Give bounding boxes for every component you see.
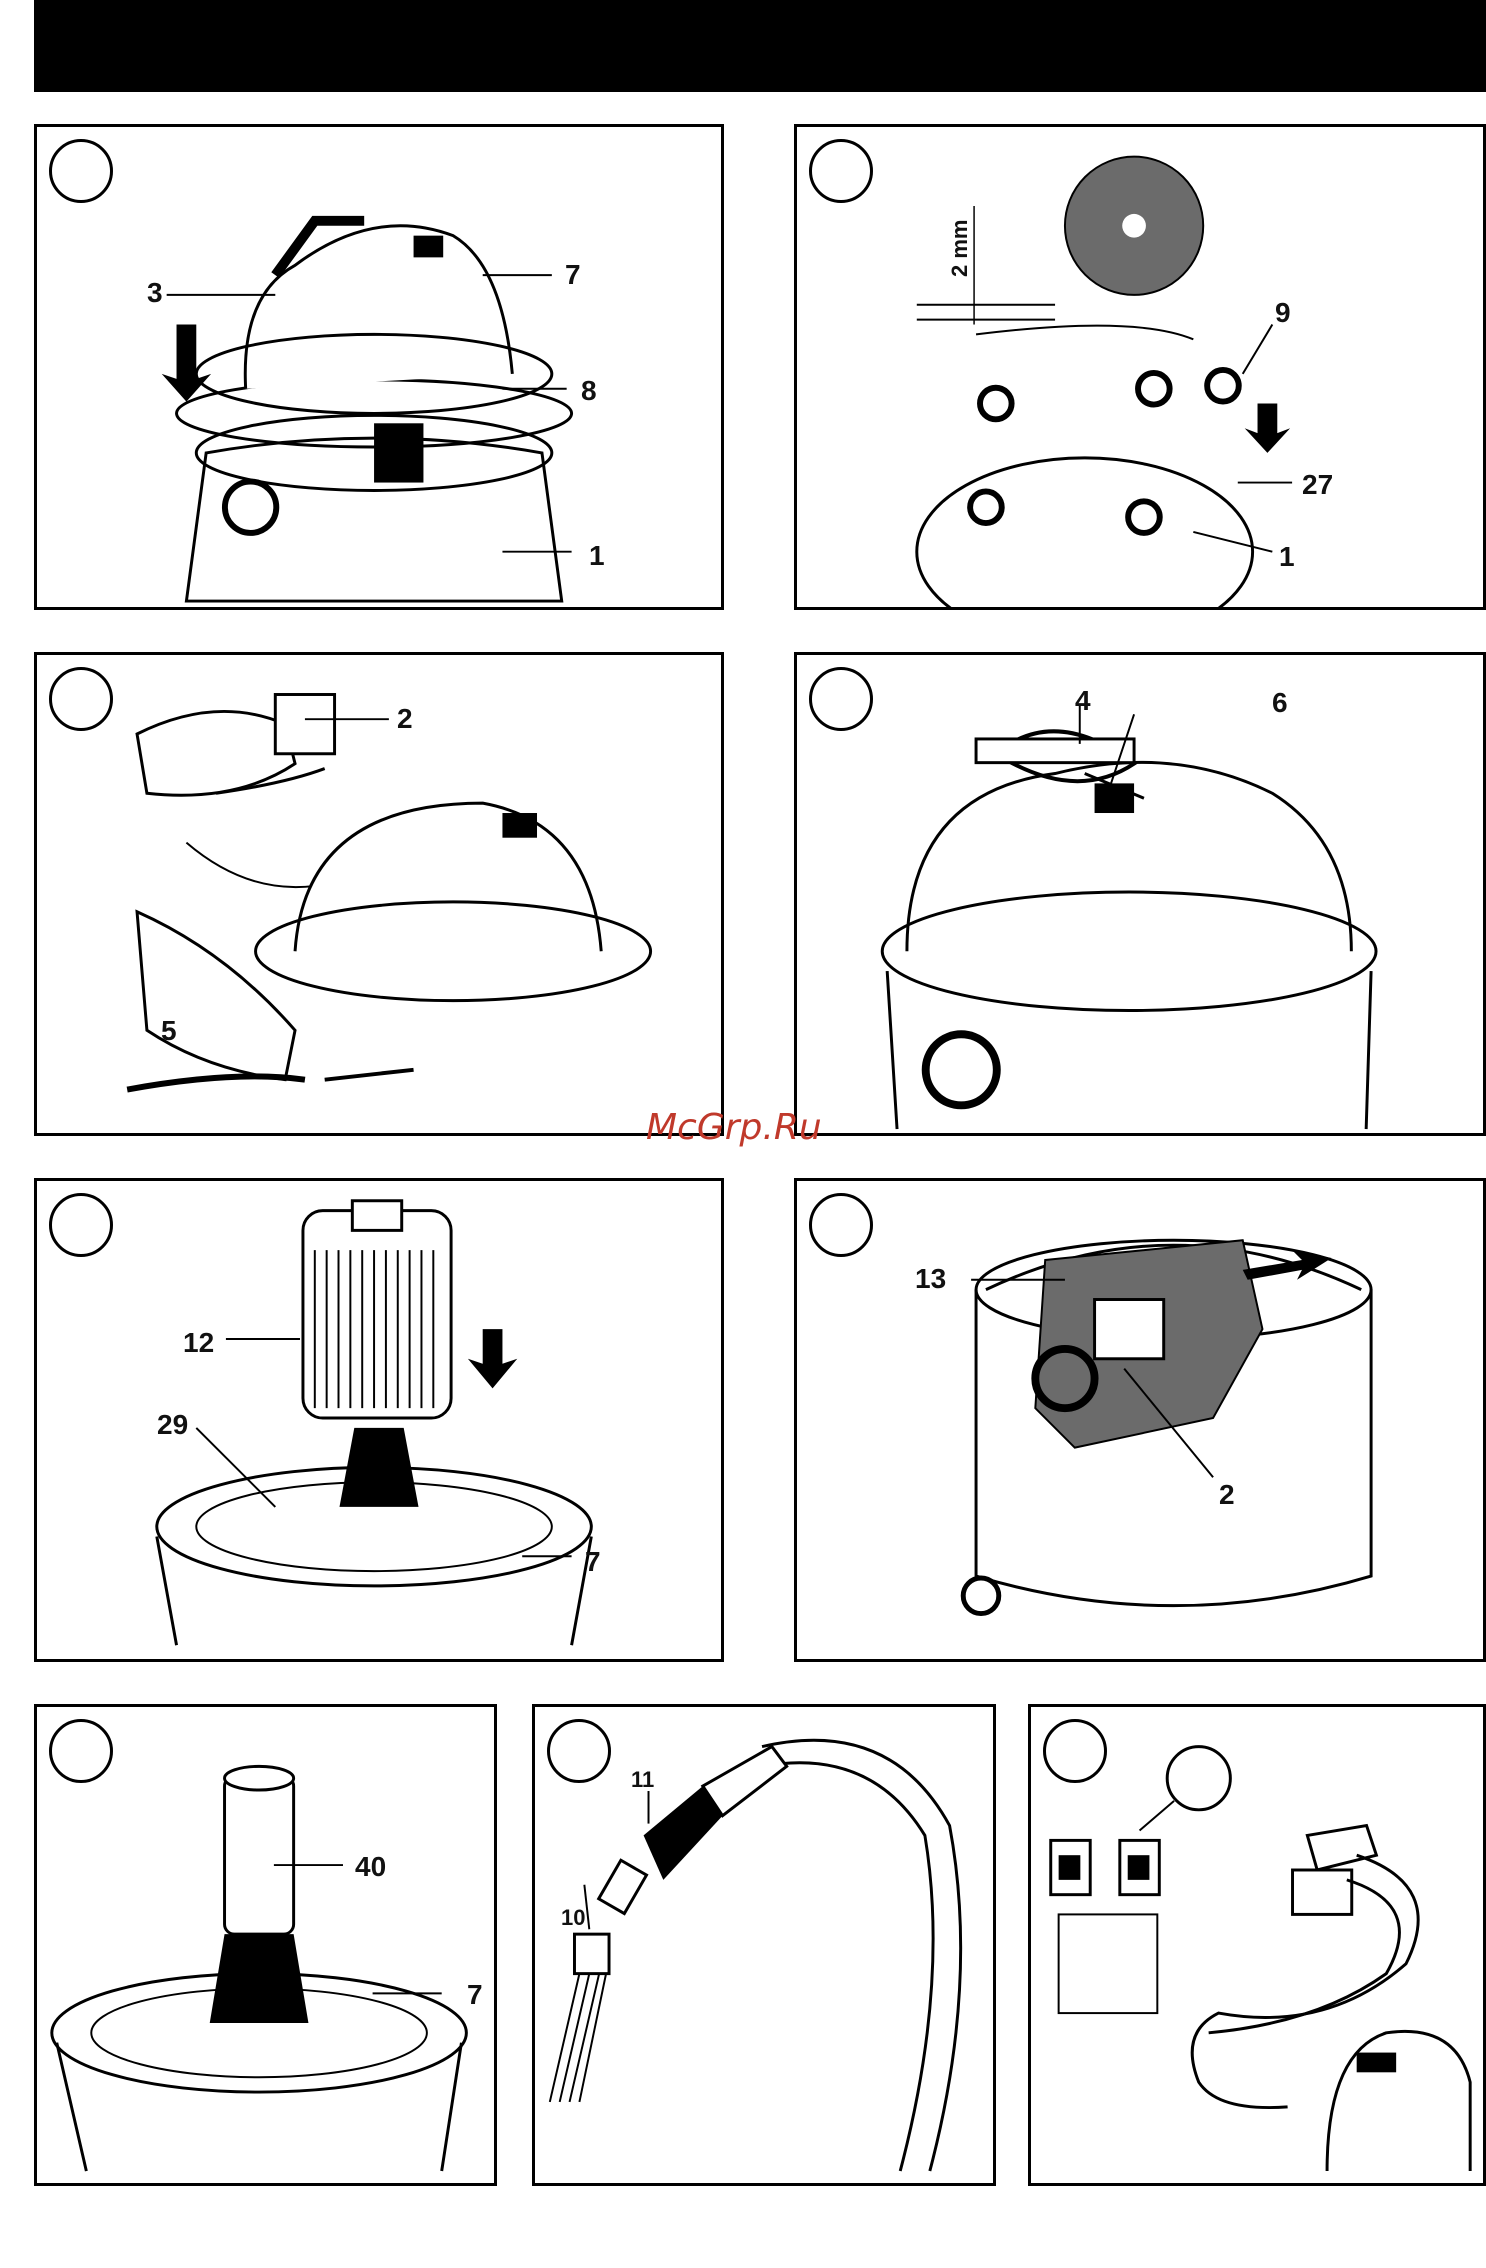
figure-number-circle [809, 667, 873, 731]
callout-label: 1 [1279, 541, 1295, 573]
dimension-label: 2 mm [947, 220, 973, 277]
callout-label: 10 [561, 1905, 585, 1931]
callout-label: 2 [397, 703, 413, 735]
panel-fig-7: 40 7 [34, 1704, 497, 2186]
callout-label: 12 [183, 1327, 214, 1359]
callout-label: 5 [161, 1015, 177, 1047]
callout-label: 1 [589, 540, 605, 572]
figure-number-circle [547, 1719, 611, 1783]
callout-label: 29 [157, 1409, 188, 1441]
callout-label: 40 [355, 1851, 386, 1883]
header-bar [34, 0, 1486, 92]
callout-label: 7 [467, 1979, 483, 2011]
cartridge-filter-illustration [37, 1181, 721, 1659]
hose-connection-illustration [37, 655, 721, 1133]
cord-storage-illustration [797, 655, 1483, 1133]
callout-label: 4 [1075, 685, 1091, 717]
panel-fig-2: 2 mm 9 27 1 [794, 124, 1486, 610]
callout-label: 3 [147, 277, 163, 309]
panel-fig-1: 3 7 8 1 [34, 124, 724, 610]
panel-fig-9 [1028, 1704, 1486, 2186]
figure-number-circle [49, 1193, 113, 1257]
panel-fig-8: 11 10 [532, 1704, 996, 2186]
filter-wheel-illustration [797, 127, 1483, 607]
callout-label: 11 [631, 1767, 654, 1793]
panel-fig-6: 13 2 [794, 1178, 1486, 1662]
watermark: McGrp.Ru [646, 1107, 822, 1148]
nozzle-attachment-illustration [535, 1707, 993, 2183]
callout-label: 7 [565, 259, 581, 291]
figure-number-circle [49, 667, 113, 731]
figure-number-circle [49, 139, 113, 203]
vacuum-lid-attach-illustration [37, 127, 721, 607]
figure-number-circle [809, 1193, 873, 1257]
callout-label: 8 [581, 375, 597, 407]
callout-label: 9 [1275, 297, 1291, 329]
panel-fig-5: 12 29 7 [34, 1178, 724, 1662]
panel-fig-3: 2 5 [34, 652, 724, 1136]
power-tool-connection-illustration [1031, 1707, 1483, 2183]
paper-bag-illustration [797, 1181, 1483, 1659]
callout-label: 7 [585, 1546, 601, 1578]
callout-label: 6 [1272, 687, 1288, 719]
callout-label: 13 [915, 1263, 946, 1295]
tube-filter-illustration [37, 1707, 494, 2183]
panel-fig-4: 4 6 [794, 652, 1486, 1136]
figure-number-circle [809, 139, 873, 203]
callout-label: 2 [1219, 1479, 1235, 1511]
callout-label: 27 [1302, 469, 1333, 501]
figure-number-circle [49, 1719, 113, 1783]
figure-number-circle [1043, 1719, 1107, 1783]
